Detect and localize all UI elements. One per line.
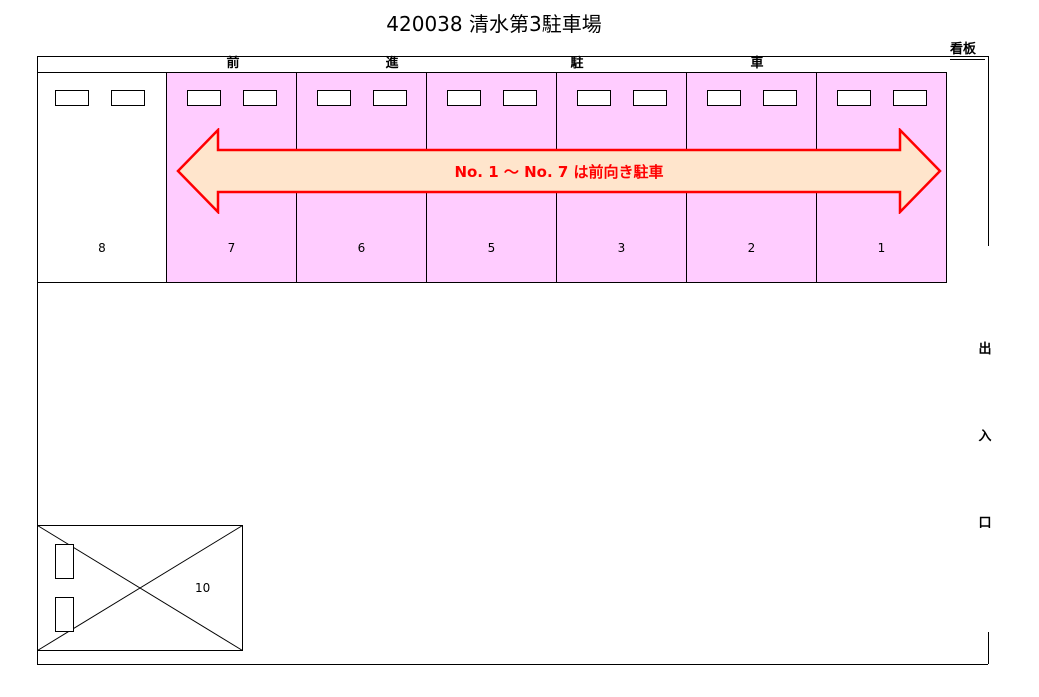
double-arrow: No. 1 ～ No. 7 は前向き駐車 — [176, 128, 942, 214]
header-char-shin: 進 — [385, 56, 399, 71]
car-stop-marker — [373, 90, 407, 106]
car-stop-marker — [55, 90, 89, 106]
lot-border-right-lower — [988, 632, 989, 664]
car-stop-marker — [447, 90, 481, 106]
stall-number: 7 — [227, 241, 236, 255]
lot-border-right-upper — [988, 56, 989, 246]
exit-char-guchi: 口 — [978, 516, 992, 531]
car-stop-marker — [707, 90, 741, 106]
lot-border-bottom — [37, 664, 988, 665]
signboard-line — [950, 59, 985, 60]
car-stop-marker — [187, 90, 221, 106]
parking-stall-8: 8 — [37, 72, 167, 283]
exit-char-iri: 入 — [978, 429, 992, 444]
car-stop-marker — [503, 90, 537, 106]
exit-char-de: 出 — [978, 342, 992, 357]
stall-number: 10 — [195, 581, 211, 595]
car-stop-marker — [577, 90, 611, 106]
stall-number: 3 — [617, 241, 626, 255]
car-stop-marker — [317, 90, 351, 106]
car-stop-marker — [111, 90, 145, 106]
car-stop-marker — [837, 90, 871, 106]
car-stop-marker — [633, 90, 667, 106]
car-stop-marker — [893, 90, 927, 106]
page-title: 420038 清水第3駐車場 — [386, 12, 602, 36]
double-arrow-icon — [176, 128, 942, 214]
stall-number: 1 — [877, 241, 886, 255]
parking-stall-10: 10 — [37, 525, 243, 651]
header-char-chu: 駐 — [570, 56, 584, 71]
header-char-sha: 車 — [750, 56, 764, 71]
lot-border-left — [37, 56, 38, 664]
stall-number: 8 — [98, 241, 106, 255]
signboard-label: 看板 — [950, 42, 977, 57]
lot-border-top — [37, 56, 988, 57]
stall-number: 6 — [357, 241, 366, 255]
car-stop-marker — [243, 90, 277, 106]
header-char-zen: 前 — [226, 56, 240, 71]
car-stop-marker — [763, 90, 797, 106]
stall-number: 5 — [487, 241, 496, 255]
unavailable-cross-icon — [37, 525, 243, 651]
stall-number: 2 — [747, 241, 756, 255]
arrow-label: No. 1 ～ No. 7 は前向き駐車 — [454, 163, 664, 181]
